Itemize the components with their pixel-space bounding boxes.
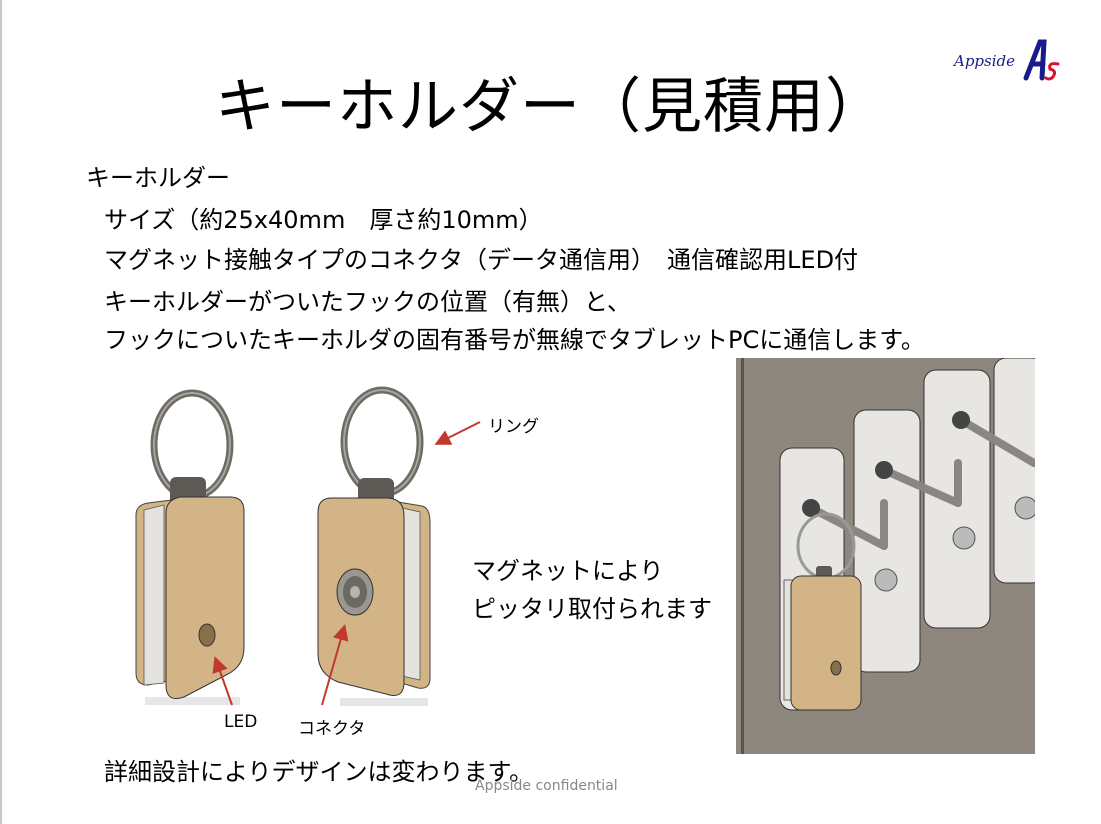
ring-label: リング bbox=[488, 417, 539, 437]
appside-logo: Appside bbox=[954, 38, 1064, 82]
led-label: LED bbox=[224, 712, 258, 732]
confidential-footer: Appside confidential bbox=[475, 778, 618, 794]
slide-title: キーホルダー（見積用） bbox=[215, 72, 886, 142]
bullet-size: サイズ（約25x40mm 厚さ約10mm） bbox=[104, 206, 543, 234]
hook-rack-render bbox=[736, 358, 1035, 754]
bullet-hook-position: キーホルダーがついたフックの位置（有無）と、 bbox=[104, 288, 632, 316]
connector-label: コネクタ bbox=[298, 719, 366, 739]
keyholder-led-render bbox=[135, 389, 245, 705]
connector-arrow-icon bbox=[321, 624, 349, 706]
magnet-note: マグネットにより ピッタリ取付られます bbox=[472, 552, 712, 628]
magnet-note-line-1: マグネットにより bbox=[472, 557, 664, 585]
slide-left-border bbox=[0, 0, 2, 824]
magnet-note-line-2: ピッタリ取付られます bbox=[472, 595, 712, 623]
led-arrow-icon bbox=[212, 656, 233, 706]
section-heading: キーホルダー bbox=[86, 164, 230, 192]
as-logo-mark-icon bbox=[1023, 39, 1060, 81]
logo-text: Appside bbox=[954, 52, 1016, 70]
design-change-note: 詳細設計によりデザインは変わります。 bbox=[104, 758, 534, 786]
bullet-wireless: フックについたキーホルダの固有番号が無線でタブレットPCに通信します。 bbox=[104, 326, 925, 354]
bullet-connector: マグネット接触タイプのコネクタ（データ通信用） 通信確認用LED付 bbox=[104, 246, 859, 274]
ring-arrow-icon bbox=[434, 421, 481, 445]
